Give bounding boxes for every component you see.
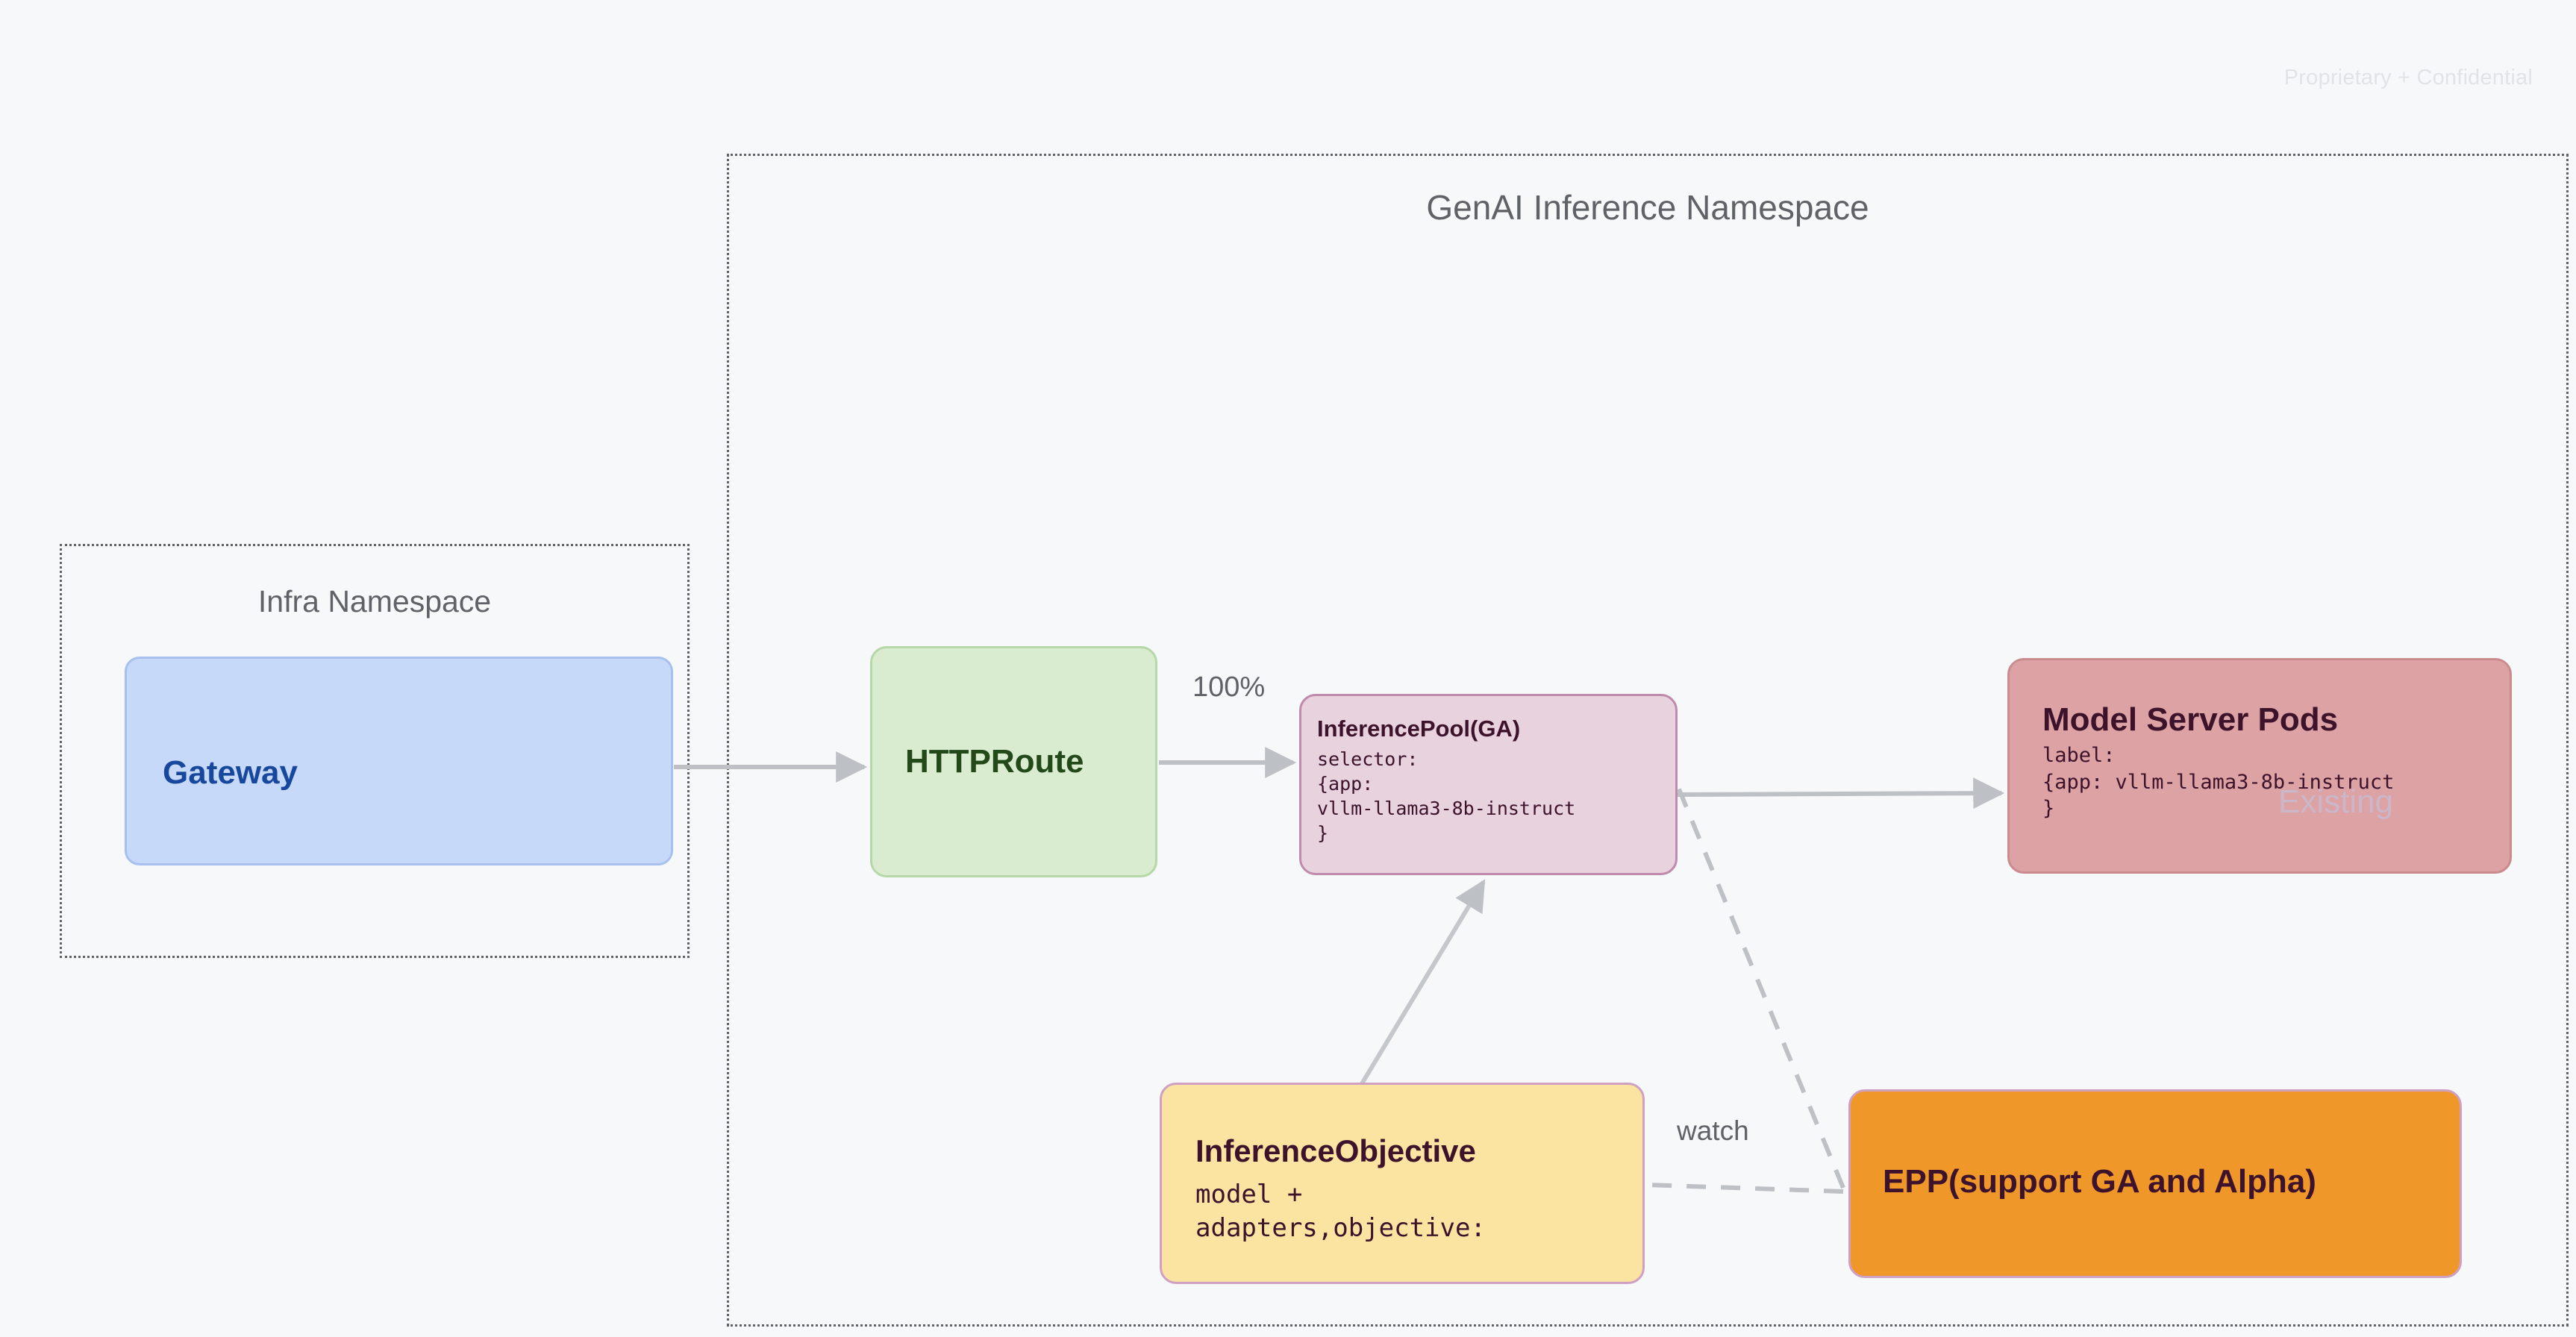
namespace-genai-inference: GenAI Inference Namespace (727, 154, 2569, 1327)
namespace-infra: Infra Namespace (60, 544, 690, 958)
node-inferencepool-title: InferencePool(GA) (1317, 716, 1521, 742)
node-httproute-title: HTTPRoute (905, 743, 1084, 780)
edge-label-watch: watch (1677, 1115, 1749, 1146)
node-model-server-pods-title: Model Server Pods (2042, 701, 2339, 738)
node-inferenceobjective-title: InferenceObjective (1195, 1133, 1476, 1168)
node-gateway[interactable]: Gateway (125, 657, 673, 865)
node-model-server-pods-body: label: {app: vllm-llama3-8b-instruct } (2042, 744, 2395, 821)
node-httproute[interactable]: HTTPRoute (870, 646, 1157, 877)
node-epp-title: EPP(support GA and Alpha) (1883, 1163, 2316, 1200)
node-epp[interactable]: EPP(support GA and Alpha) (1848, 1089, 2462, 1278)
node-model-server-pods-existing-tag: Existing (2278, 783, 2394, 820)
confidential-watermark: Proprietary + Confidential (2283, 66, 2533, 90)
namespace-infra-title: Infra Namespace (257, 584, 492, 619)
namespace-genai-title: GenAI Inference Namespace (1426, 188, 1869, 227)
node-gateway-title: Gateway (163, 754, 298, 791)
node-inferencepool-body: selector: {app: vllm-llama3-8b-instruct … (1317, 748, 1576, 844)
node-inferenceobjective-body: model + adapters,objective: (1195, 1180, 1486, 1243)
node-inferencepool[interactable]: InferencePool(GA) selector: {app: vllm-l… (1299, 694, 1678, 875)
node-inferenceobjective[interactable]: InferenceObjective model + adapters,obje… (1160, 1083, 1645, 1284)
node-model-server-pods[interactable]: Model Server Pods label: {app: vllm-llam… (2007, 658, 2512, 874)
edge-label-traffic-weight: 100% (1192, 671, 1266, 703)
